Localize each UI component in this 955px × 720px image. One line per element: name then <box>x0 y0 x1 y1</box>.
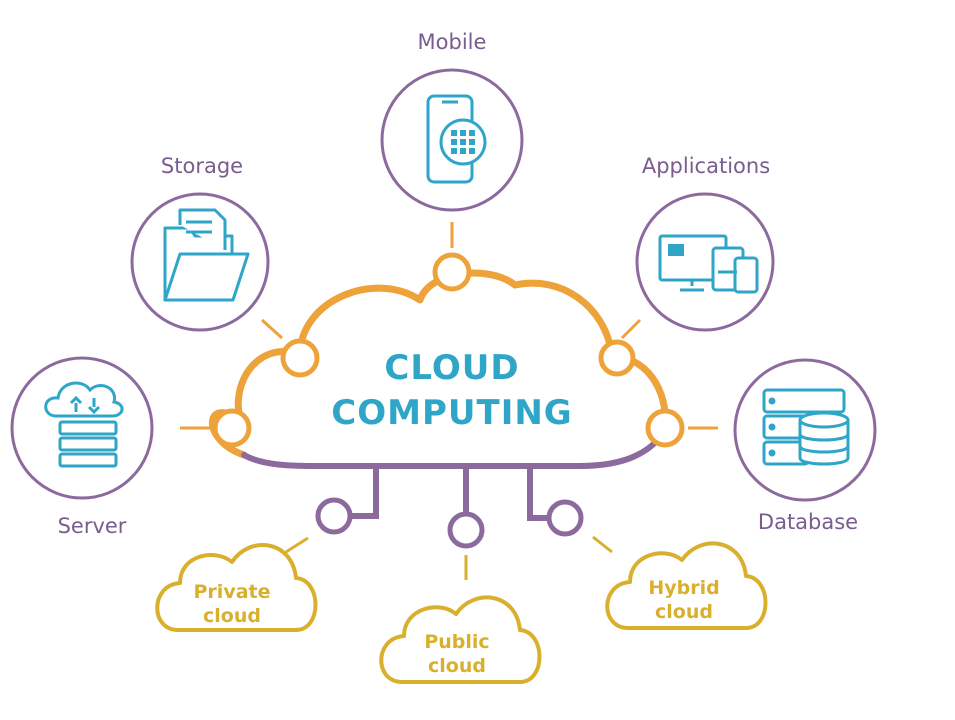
node-upper-left <box>280 338 320 378</box>
database-icon <box>762 388 850 466</box>
label-storage: Storage <box>160 154 244 178</box>
label-private-cloud: Private cloud <box>194 580 271 628</box>
gold-ticks <box>285 535 613 580</box>
devices-icon <box>658 234 759 294</box>
label-database: Database <box>757 510 859 534</box>
label-server: Server <box>57 514 127 538</box>
label-mobile: Mobile <box>417 30 487 54</box>
diagram-title-line-2: COMPUTING <box>331 393 573 433</box>
mobile-icon <box>426 94 487 184</box>
node-private <box>315 497 353 535</box>
orange-ticks <box>180 222 718 430</box>
hybrid-cloud-shape <box>605 541 768 630</box>
node-left <box>212 408 252 448</box>
hybrid-cloud-line-2: cloud <box>655 601 713 623</box>
orange-nodes <box>212 252 685 448</box>
private-cloud-shape <box>155 543 318 632</box>
central-cloud-bottom <box>241 427 668 470</box>
connector-public <box>415 463 469 518</box>
node-right <box>645 408 685 448</box>
node-upper-right <box>598 339 636 377</box>
purple-nodes <box>315 497 584 549</box>
label-hybrid-cloud: Hybrid cloud <box>648 576 719 624</box>
node-top <box>432 252 472 292</box>
private-cloud-line-1: Private <box>193 581 271 603</box>
label-applications: Applications <box>641 154 771 178</box>
private-cloud-line-2: cloud <box>203 605 261 627</box>
folder-icon <box>163 208 250 302</box>
hybrid-cloud-line-1: Hybrid <box>648 577 720 599</box>
node-hybrid <box>546 499 584 537</box>
node-public <box>447 511 485 549</box>
public-cloud-line-1: Public <box>424 631 490 653</box>
public-cloud-line-2: cloud <box>428 655 486 677</box>
server-icon <box>44 381 124 468</box>
label-public-cloud: Public cloud <box>424 630 489 678</box>
diagram-title-line-1: CLOUD <box>384 348 520 388</box>
public-cloud-shape <box>379 595 542 684</box>
